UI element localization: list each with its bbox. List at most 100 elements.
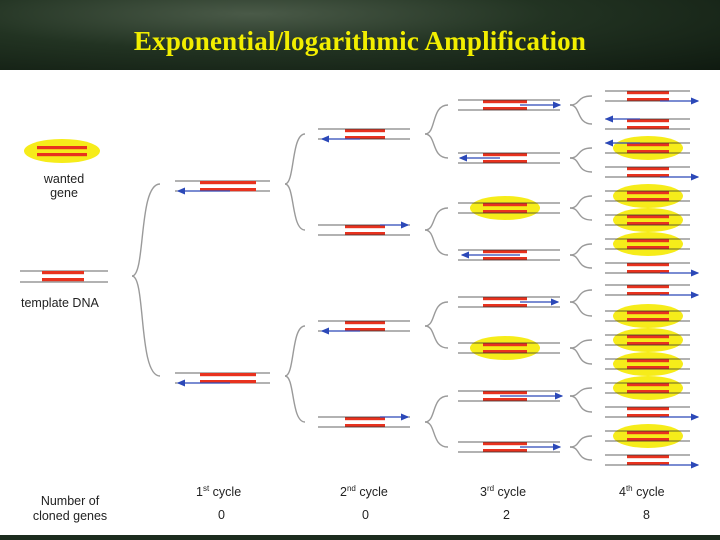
cycle-1-suffix: st	[202, 484, 210, 493]
dna-strand-band	[483, 304, 527, 308]
branch-connector	[569, 254, 593, 269]
dna-strand-band	[627, 150, 669, 154]
branch-connector	[284, 375, 306, 423]
dna-strand-band	[627, 174, 669, 178]
dna-strand-band	[42, 278, 84, 282]
branch-connector	[569, 435, 593, 448]
branch-connector	[569, 347, 593, 365]
dna-strand-band	[627, 292, 669, 296]
branch-connector	[424, 395, 449, 423]
template-dna-label: template DNA	[21, 296, 99, 310]
wanted-gene-highlight	[613, 304, 683, 328]
cycle-3-word: cycle	[494, 485, 527, 500]
wanted-gene-label: wanted gene	[43, 172, 85, 200]
cycle-1-number: 1	[196, 485, 203, 500]
branch-connector	[569, 446, 593, 461]
branch-connector	[424, 104, 449, 135]
branch-connector	[569, 104, 593, 125]
branch-connector	[569, 243, 593, 256]
dna-strand-band	[627, 335, 669, 339]
dna-strand-band	[483, 160, 527, 164]
cycle-4-label: 4th cycle	[619, 484, 665, 499]
dna-strand-band	[627, 191, 669, 195]
wanted-gene-highlight	[24, 139, 100, 163]
dna-strand-band	[345, 136, 385, 140]
dna-strand-band	[200, 380, 256, 384]
branch-connector	[424, 133, 449, 159]
wanted-gene-highlight	[470, 336, 540, 360]
branch-connector	[284, 183, 306, 231]
dna-strand-band	[627, 91, 669, 95]
dna-strand-band	[483, 343, 527, 347]
cycle-3-suffix: rd	[486, 484, 495, 493]
branch-connector	[569, 95, 593, 106]
cycle-2-count: 0	[362, 508, 369, 522]
wanted-gene-highlight	[613, 208, 683, 232]
branch-connector	[424, 301, 449, 327]
branch-connector	[569, 339, 593, 349]
dna-strand-band	[483, 210, 527, 214]
dna-strand-band	[483, 391, 527, 395]
dna-strand-band	[627, 438, 669, 442]
branch-connector	[569, 195, 593, 209]
branch-connector	[131, 183, 161, 277]
cycle-2-word: cycle	[355, 485, 388, 500]
cycle-2-suffix: nd	[346, 484, 356, 493]
branch-connector	[569, 289, 593, 303]
dna-strand-band	[627, 263, 669, 267]
cycle-1-label: 1st cycle	[196, 484, 241, 499]
dna-strand-band	[627, 119, 669, 123]
cycle-4-count: 8	[643, 508, 650, 522]
wanted-gene-highlight	[470, 196, 540, 220]
branch-connector	[569, 301, 593, 317]
dna-strand-band	[345, 321, 385, 325]
dna-strand-band	[627, 198, 669, 202]
dna-strand-band	[627, 390, 669, 394]
dna-strand-band	[483, 107, 527, 111]
dna-strand-band	[627, 143, 669, 147]
dna-strand-band	[483, 398, 527, 402]
dna-strand-band	[627, 359, 669, 363]
dna-strand-band	[345, 129, 385, 133]
dna-strand-band	[483, 203, 527, 207]
dna-strand-band	[627, 455, 669, 459]
dna-strand-band	[627, 167, 669, 171]
dna-strand-band	[627, 318, 669, 322]
branch-connector	[284, 325, 306, 377]
dna-strand-band	[627, 342, 669, 346]
dna-strand-band	[627, 239, 669, 243]
dna-strand-band	[37, 153, 87, 157]
branch-connector	[569, 387, 593, 397]
dna-strand-band	[627, 366, 669, 370]
dna-strand-band	[627, 98, 669, 102]
dna-strand-band	[345, 417, 385, 421]
branch-connector	[424, 421, 449, 448]
dna-strand-band	[345, 328, 385, 332]
diagram-panel	[0, 70, 720, 535]
dna-strand-band	[483, 350, 527, 354]
dna-strand-band	[37, 146, 87, 150]
dna-strand-band	[483, 153, 527, 157]
bottom-bar	[0, 535, 720, 540]
slide-title: Exponential/logarithmic Amplification	[133, 26, 587, 56]
branch-connector	[569, 157, 593, 173]
cycle-4-suffix: th	[625, 484, 633, 493]
branch-connector	[424, 229, 449, 256]
wanted-gene-highlight	[613, 328, 683, 352]
dna-strand-band	[42, 271, 84, 275]
dna-strand-band	[200, 373, 256, 377]
wanted-gene-highlight	[613, 136, 683, 160]
cycle-4-number: 4	[619, 485, 626, 500]
dna-strand-band	[345, 232, 385, 236]
dna-strand-band	[483, 449, 527, 453]
dna-strand-band	[483, 442, 527, 446]
branch-connector	[569, 395, 593, 413]
branch-connector	[569, 147, 593, 159]
dna-strand-band	[483, 100, 527, 104]
cycle-4-word: cycle	[632, 485, 665, 500]
branch-connector	[424, 207, 449, 231]
dna-strand-band	[627, 126, 669, 130]
wanted-gene-highlight	[613, 352, 683, 376]
cycle-2-label: 2nd cycle	[340, 484, 388, 499]
